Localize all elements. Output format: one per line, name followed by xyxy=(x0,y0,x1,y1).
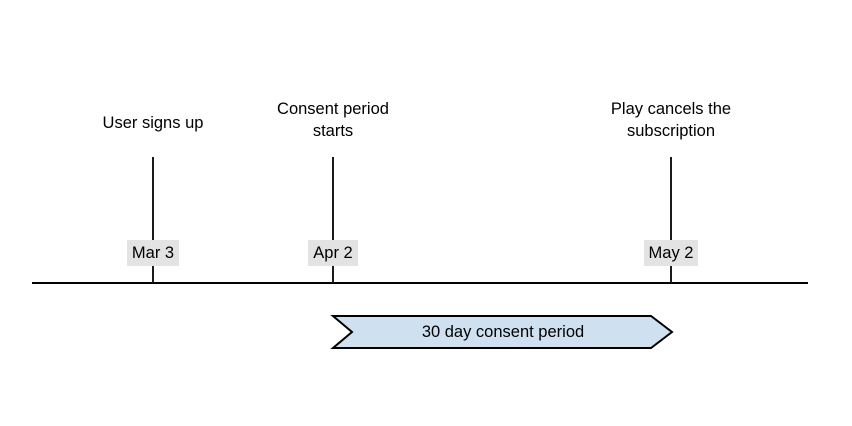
marker-caption-consent-start: Consent period starts xyxy=(277,100,389,140)
consent-period-banner: 30 day consent period xyxy=(330,315,674,349)
arrow-polygon xyxy=(330,315,674,349)
marker-tick-signup xyxy=(152,157,154,283)
date-chip-apr-2: Apr 2 xyxy=(308,240,358,266)
marker-date-signup: Mar 3 xyxy=(83,240,223,266)
marker-date-consent-start: Apr 2 xyxy=(263,240,403,266)
marker-caption-cancel: Play cancels the subscription xyxy=(610,100,732,140)
marker-tick-cancel xyxy=(670,157,672,283)
date-chip-mar-3: Mar 3 xyxy=(126,240,180,266)
marker-date-cancel: May 2 xyxy=(601,240,741,266)
marker-tick-consent-start xyxy=(332,157,334,283)
consent-period-arrow-shape xyxy=(330,315,674,349)
date-chip-may-2: May 2 xyxy=(643,240,699,266)
marker-caption-signup: User signs up xyxy=(102,114,204,132)
timeline-axis xyxy=(32,282,808,284)
